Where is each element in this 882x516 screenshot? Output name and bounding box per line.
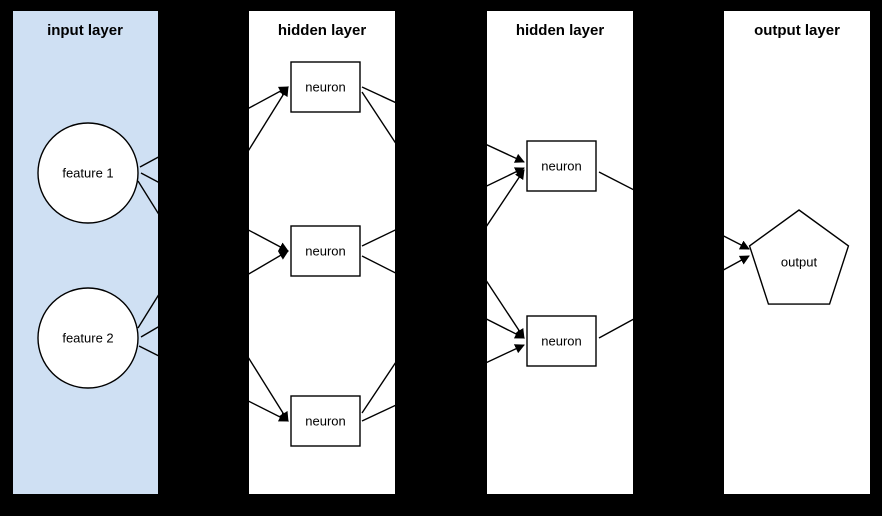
node-shape-hidden1-neuron-2[interactable] [290, 225, 361, 277]
node-shape-feature-2[interactable] [37, 287, 139, 389]
node-label-hidden1-neuron-2: neuron [305, 243, 345, 258]
edge-feature-1-to-hidden1-neuron-1 [139, 86, 289, 168]
edge-hidden1-neuron-3-to-hidden2-neuron-1 [361, 169, 525, 414]
node-label-hidden1-neuron-3: neuron [305, 413, 345, 428]
edge-hidden1-neuron-2-to-hidden2-neuron-2 [361, 255, 525, 339]
node-label-output-node: output [781, 254, 818, 269]
title-output-layer: output layer [754, 22, 840, 39]
node-shape-hidden1-neuron-3[interactable] [290, 395, 361, 447]
node-shape-output-node[interactable] [748, 209, 850, 305]
node-shape-feature-1[interactable] [37, 122, 139, 224]
edge-hidden2-neuron-1-to-output-node [598, 171, 750, 250]
edge-hidden1-neuron-1-to-hidden2-neuron-1 [361, 86, 525, 163]
edge-hidden1-neuron-1-to-hidden2-neuron-2 [361, 91, 525, 339]
edge-feature-2-to-hidden1-neuron-3 [138, 345, 289, 422]
edge-hidden2-neuron-2-to-output-node [598, 255, 750, 339]
title-input-layer: input layer [47, 22, 123, 39]
node-label-hidden1-neuron-1: neuron [305, 79, 345, 94]
edge-hidden1-neuron-2-to-hidden2-neuron-1 [361, 167, 525, 247]
edge-feature-2-to-hidden1-neuron-2 [140, 250, 289, 338]
node-label-feature-2: feature 2 [62, 330, 113, 345]
layer-titles: input layer hidden layer hidden layer outpu… [47, 22, 840, 39]
node-shape-hidden2-neuron-1[interactable] [526, 140, 597, 192]
edge-feature-1-to-hidden1-neuron-3 [137, 180, 289, 422]
edge-hidden1-neuron-3-to-hidden2-neuron-2 [361, 344, 525, 422]
node-label-feature-1: feature 1 [62, 165, 113, 180]
panel-hidden-layer-2 [487, 11, 633, 494]
node-label-hidden2-neuron-1: neuron [541, 158, 581, 173]
title-hidden-layer-1: hidden layer [278, 22, 367, 39]
node-label-hidden2-neuron-2: neuron [541, 333, 581, 348]
layer-panels [13, 11, 870, 494]
title-hidden-layer-2: hidden layer [516, 22, 605, 39]
edge-feature-1-to-hidden1-neuron-2 [140, 172, 289, 252]
node-shape-hidden2-neuron-2[interactable] [526, 315, 597, 367]
connection-edges [137, 86, 750, 422]
layer-nodes: feature 1 feature 2 neuron neuron neuron neur… [37, 61, 850, 447]
node-shape-hidden1-neuron-1[interactable] [290, 61, 361, 113]
edge-feature-2-to-hidden1-neuron-1 [137, 86, 289, 329]
panel-input-layer [13, 11, 158, 494]
